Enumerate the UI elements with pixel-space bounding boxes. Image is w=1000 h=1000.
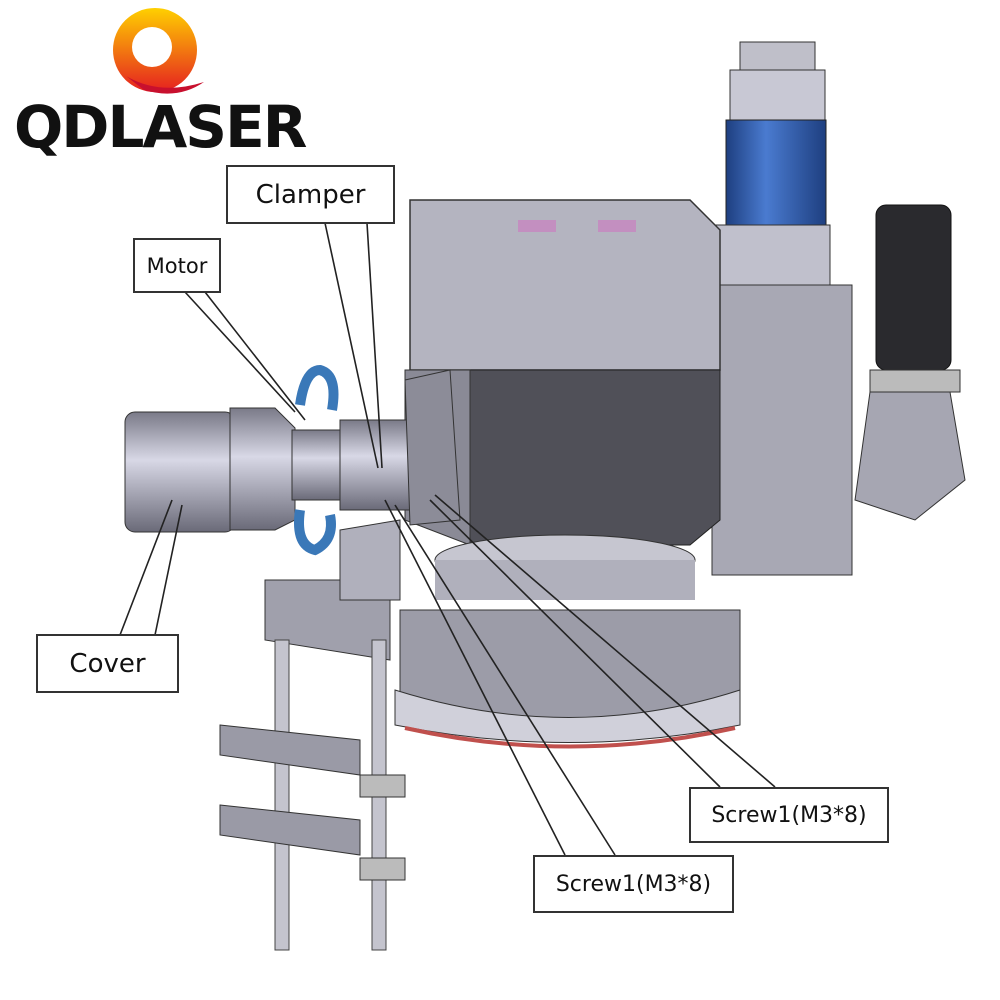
leader-lines (119, 222, 776, 856)
sensor-column (714, 41, 831, 286)
rotation-arrow-icon (294, 364, 339, 556)
callout-motor: Motor (133, 238, 221, 293)
callout-screw-a: Screw1(M3*8) (689, 787, 889, 843)
cover-motor-assembly (124, 369, 461, 533)
callout-screw-b: Screw1(M3*8) (533, 855, 734, 913)
logo-text: QDLASER (14, 93, 307, 161)
eyepiece (854, 204, 966, 521)
logo-emblem (113, 8, 204, 94)
rotary-base (394, 534, 741, 749)
bracket-rods (219, 519, 406, 951)
callout-clamper: Clamper (226, 165, 395, 224)
callout-cover: Cover (36, 634, 179, 693)
head-block (711, 284, 853, 576)
